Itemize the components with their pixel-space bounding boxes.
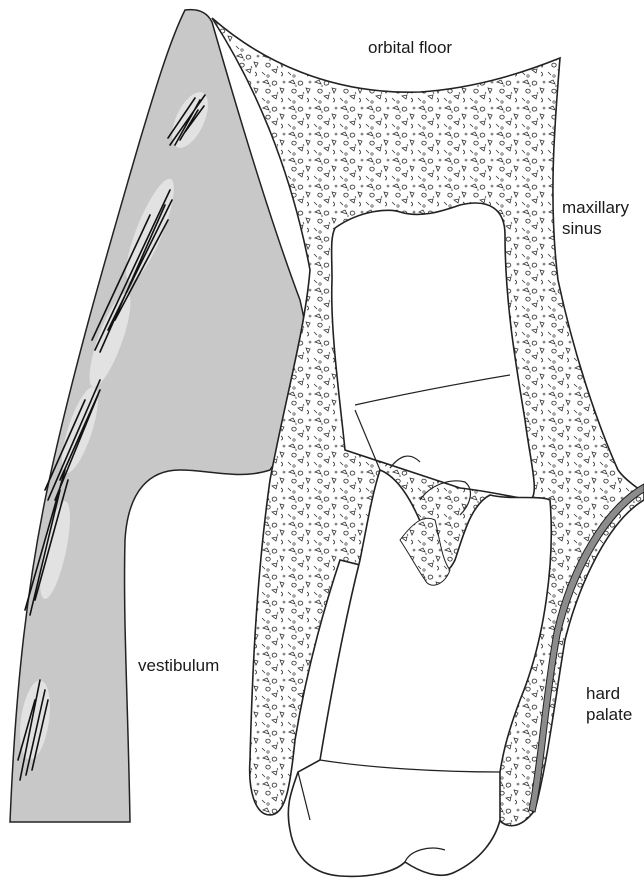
label-maxillary-sinus: maxillary sinus: [562, 197, 629, 239]
label-maxillary-sinus-line2: sinus: [562, 218, 629, 239]
label-maxillary-sinus-line1: maxillary: [562, 197, 629, 218]
label-hard-palate-line1: hard: [586, 683, 632, 704]
label-vestibulum: vestibulum: [138, 655, 219, 676]
maxillary-sinus-cavity: [332, 203, 535, 500]
label-hard-palate: hard palate: [586, 683, 632, 725]
label-hard-palate-line2: palate: [586, 704, 632, 725]
label-orbital-floor: orbital floor: [368, 37, 452, 58]
